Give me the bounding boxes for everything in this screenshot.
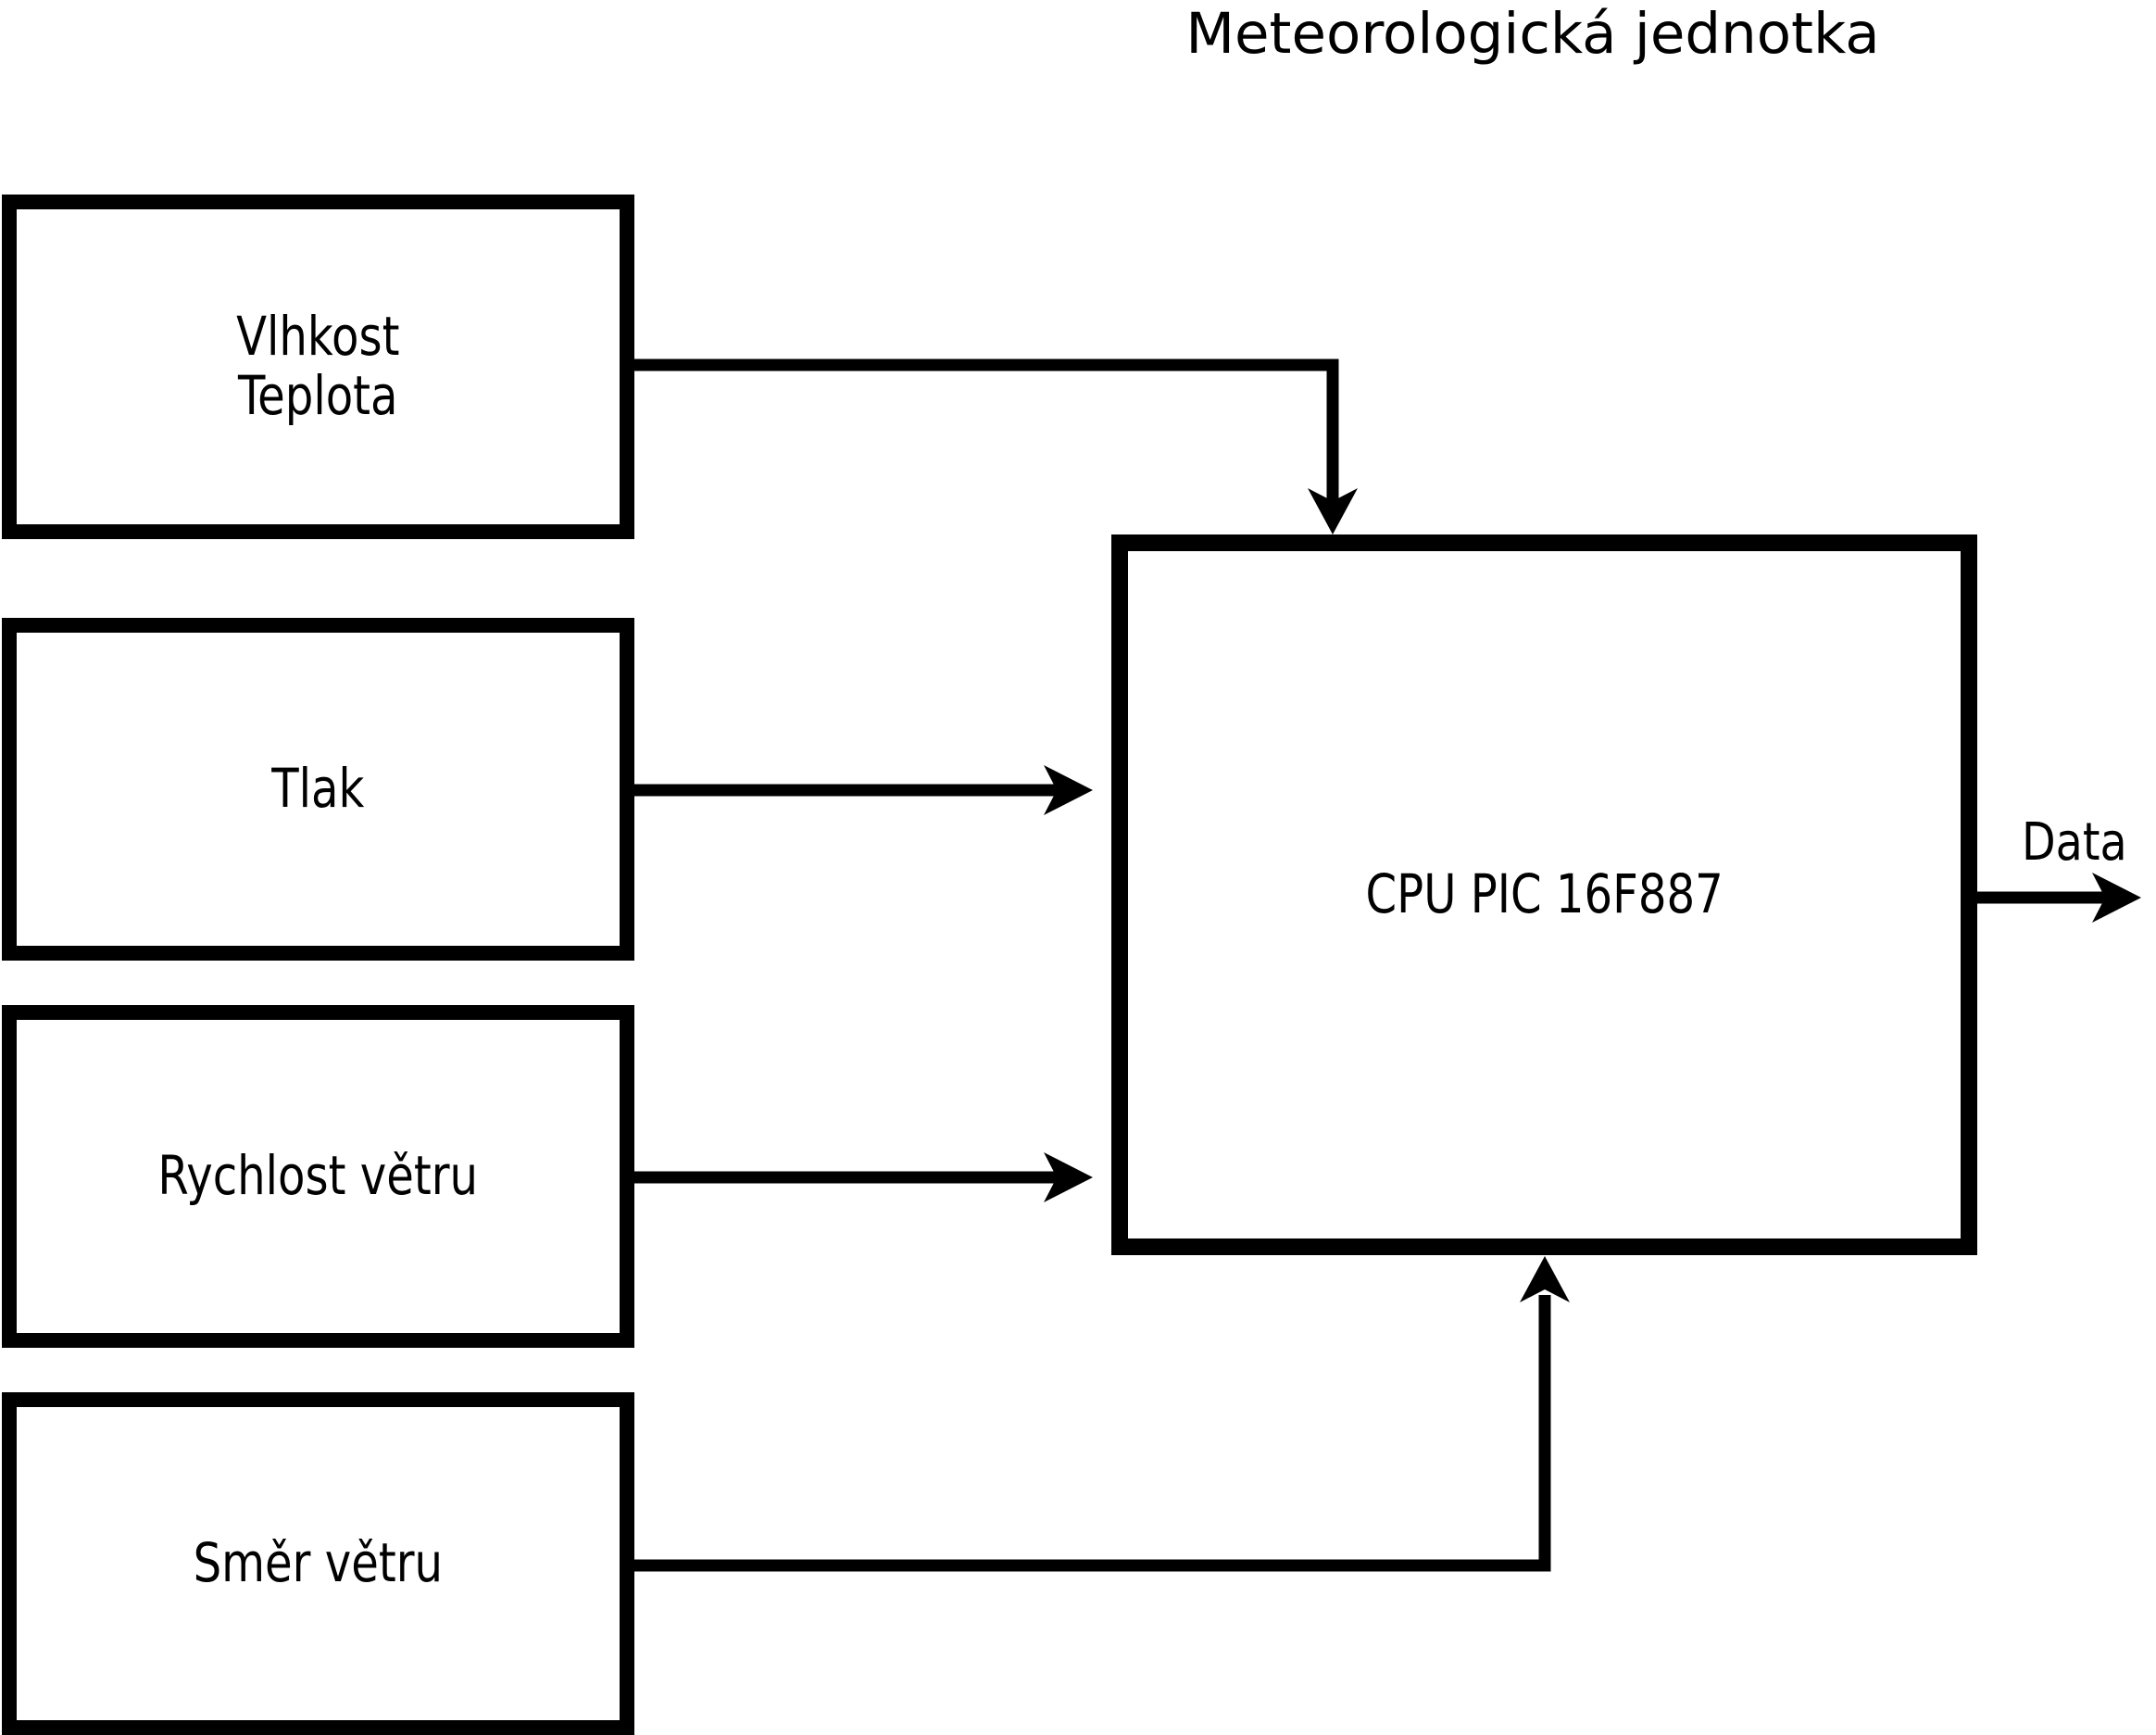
box-rychlost-vetru: Rychlost větru <box>2 1005 634 1348</box>
box-vlhkost-teplota: Vlhkost Teplota <box>2 195 634 539</box>
box-vlhkost-teplota-label: Vlhkost Teplota <box>236 305 400 427</box>
diagram-title: Meteorologická jednotka <box>1185 1 1880 67</box>
box-tlak: Tlak <box>2 618 634 961</box>
connector-smer-line <box>634 1295 1551 1572</box>
connector-smer-to-cpu <box>634 1256 1570 1572</box>
box-cpu-label: CPU PIC 16F887 <box>1365 862 1724 926</box>
connector-vlhkost-to-cpu <box>634 358 1358 534</box>
box-smer-vetru: Směr větru <box>2 1392 634 1735</box>
box-tlak-label: Tlak <box>271 757 365 821</box>
arrowhead-down-icon <box>1308 488 1358 534</box>
data-output-label: Data <box>1982 811 2156 874</box>
arrowhead-right-icon <box>1044 765 1093 815</box>
box-rychlost-vetru-label: Rychlost větru <box>157 1144 479 1208</box>
data-output-text: Data <box>2022 812 2127 873</box>
box-smer-vetru-label: Směr větru <box>193 1531 444 1595</box>
connector-vlhkost-line <box>634 358 1339 505</box>
connector-rychlost-to-cpu <box>634 1152 1093 1202</box>
arrowhead-right-icon <box>1044 1152 1093 1202</box>
box-cpu: CPU PIC 16F887 <box>1111 534 1977 1255</box>
connector-tlak-to-cpu <box>634 765 1093 815</box>
connector-cpu-to-data <box>1977 873 2141 923</box>
arrowhead-right-icon <box>2092 873 2141 923</box>
arrowhead-up-icon <box>1520 1256 1570 1302</box>
